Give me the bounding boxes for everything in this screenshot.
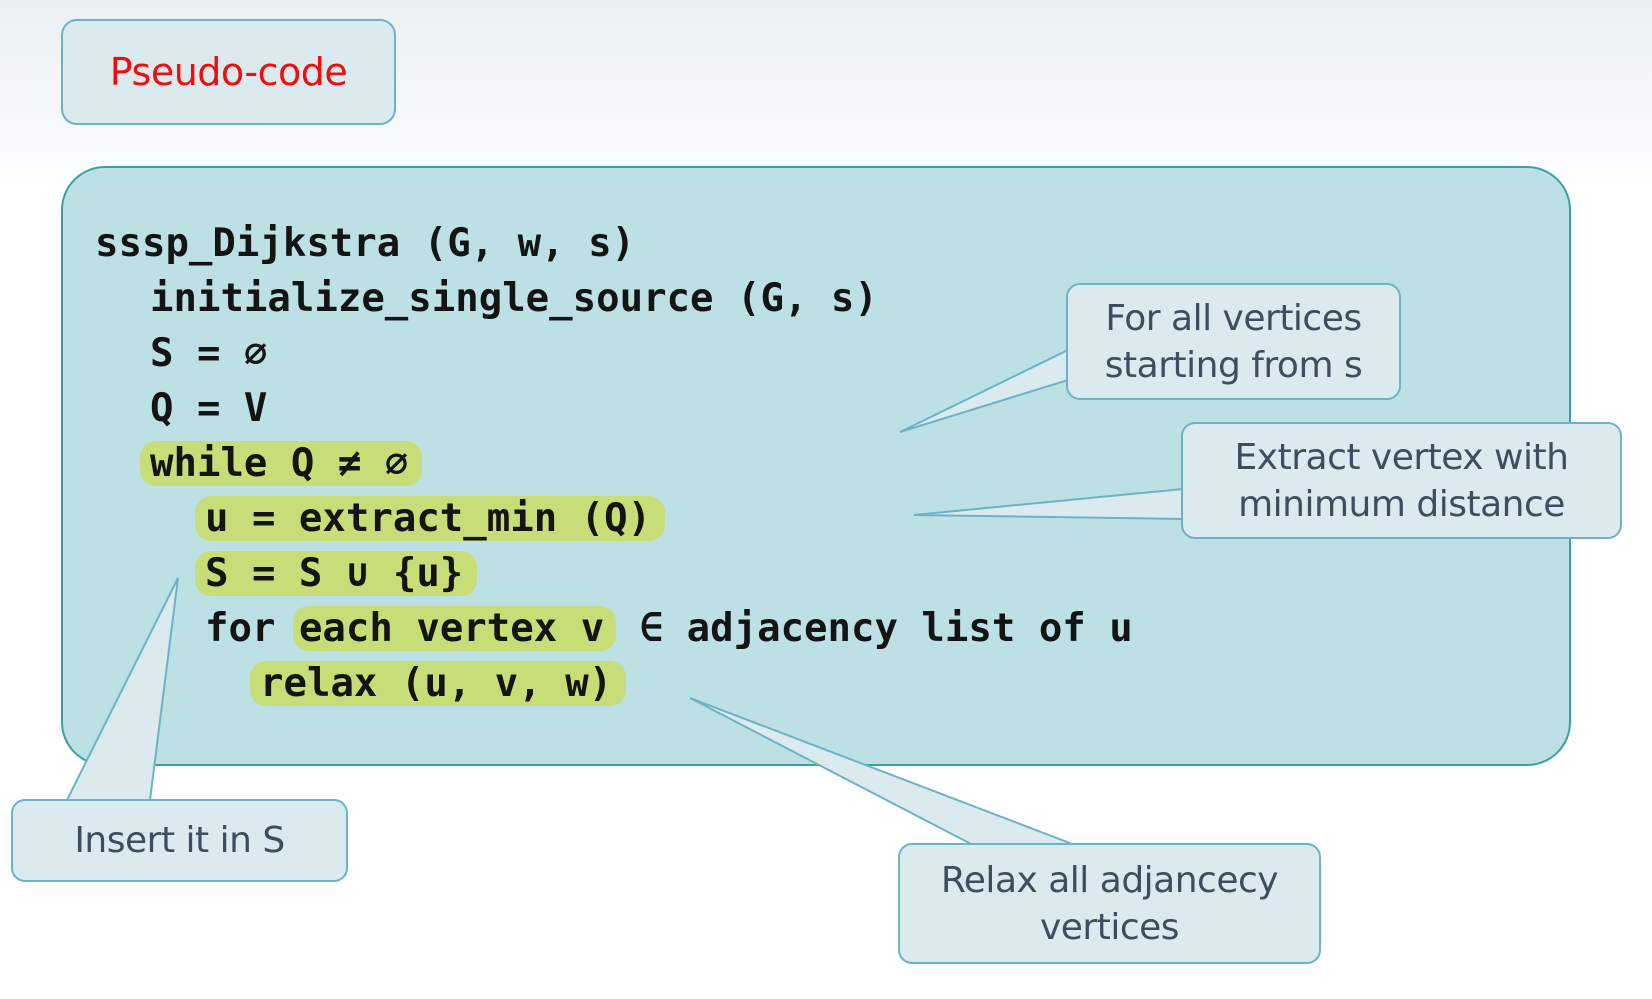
- code-line-8: for each vertex v ∈ adjacency list of u: [205, 602, 1133, 656]
- callout-insert: Insert it in S: [11, 799, 348, 882]
- code-line-2: initialize_single_source (G, s): [150, 276, 878, 321]
- code-adjacency: ∈ adjacency list of u: [639, 606, 1133, 651]
- callout-all-vertices: For all vertices starting from s: [1066, 283, 1401, 400]
- pointer-relax: [689, 697, 1076, 846]
- code-line-5: while Q ≠ ∅: [140, 437, 423, 491]
- callout-relax-line-2: vertices: [1039, 906, 1180, 948]
- code-for: for: [205, 606, 276, 651]
- code-line-7: S = S ∪ {u}: [195, 547, 478, 601]
- callout-relax-line-1: Relax all adjancecy: [940, 859, 1279, 901]
- title-label: Pseudo-code: [109, 50, 348, 94]
- pointer-all-vertices: [899, 348, 1069, 433]
- title-box: Pseudo-code: [61, 19, 396, 125]
- callout-insert-line-1: Insert it in S: [74, 820, 285, 861]
- highlight-insert: S = S ∪ {u}: [195, 551, 478, 596]
- callout-extract: Extract vertex with minimum distance: [1181, 422, 1622, 539]
- highlight-extract: u = extract_min (Q): [195, 496, 666, 541]
- code-line-6: u = extract_min (Q): [195, 492, 666, 546]
- code-line-9: relax (u, v, w): [250, 657, 627, 711]
- pointer-extract: [913, 487, 1184, 521]
- code-line-3: S = ∅: [150, 331, 268, 376]
- callout-extract-line-2: minimum distance: [1238, 483, 1565, 525]
- highlight-relax: relax (u, v, w): [250, 661, 627, 706]
- callout-extract-line-1: Extract vertex with: [1234, 436, 1569, 478]
- callout-relax: Relax all adjancecy vertices: [898, 843, 1321, 964]
- highlight-while: while Q ≠ ∅: [140, 441, 423, 486]
- callout-all-vertices-line-2: starting from s: [1104, 344, 1363, 386]
- code-line-4: Q = V: [150, 386, 268, 431]
- pointer-insert: [65, 577, 179, 801]
- callout-all-vertices-line-1: For all vertices: [1105, 297, 1362, 339]
- code-line-1: sssp_Dijkstra (G, w, s): [95, 221, 636, 266]
- highlight-each-vertex: each vertex v: [292, 606, 617, 651]
